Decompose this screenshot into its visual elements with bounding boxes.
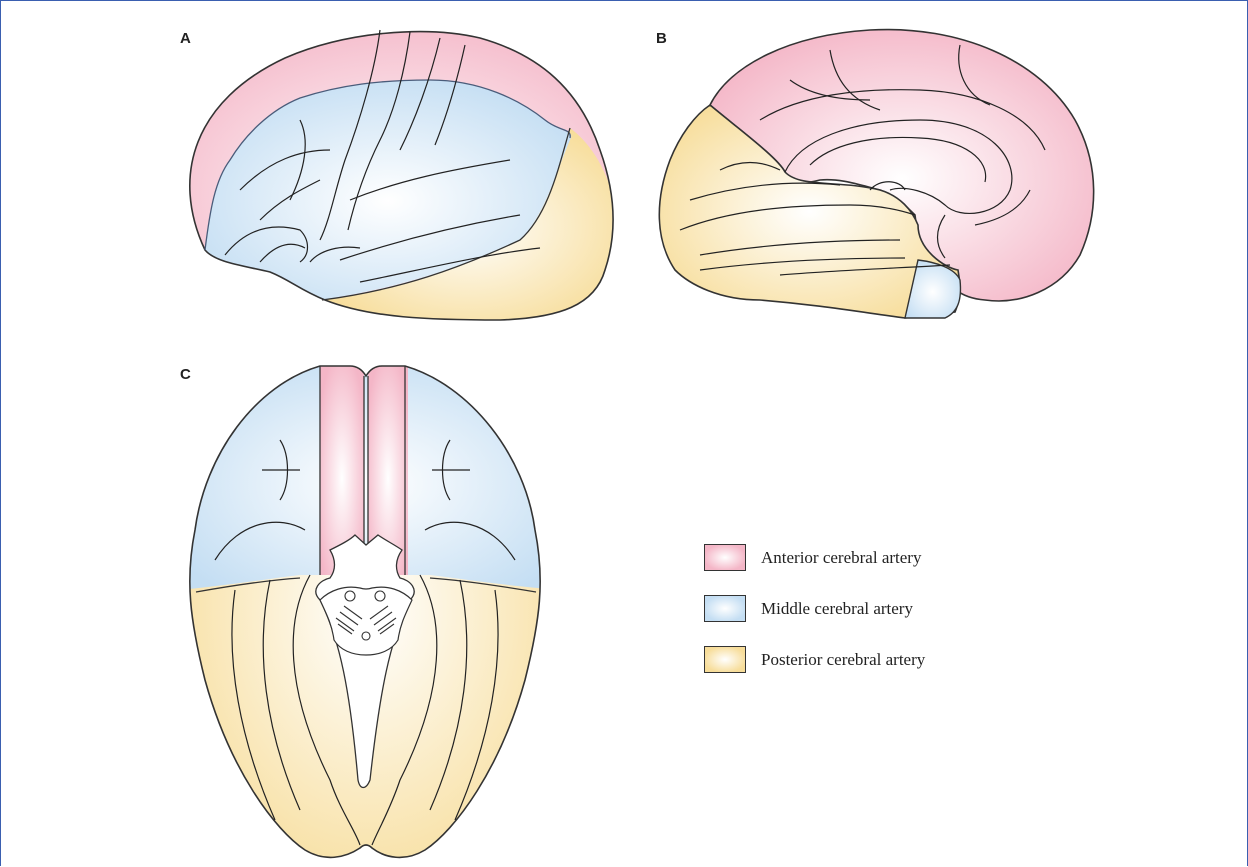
panel-label-b: B: [656, 30, 667, 47]
legend-swatch-posterior: [704, 646, 746, 673]
panel-a-lateral-view: [160, 20, 640, 340]
legend-item-posterior: Posterior cerebral artery: [704, 646, 925, 673]
legend-item-anterior: Anterior cerebral artery: [704, 544, 925, 571]
panel-b-medial-view: [659, 30, 1093, 318]
legend-label-posterior: Posterior cerebral artery: [761, 650, 925, 670]
legend-swatch-anterior: [704, 544, 746, 571]
legend-label-middle: Middle cerebral artery: [761, 599, 913, 619]
legend-item-middle: Middle cerebral artery: [704, 595, 925, 622]
legend-swatch-middle: [704, 595, 746, 622]
legend: Anterior cerebral artery Middle cerebral…: [704, 544, 925, 697]
panel-label-a: A: [180, 30, 191, 47]
panel-label-c: C: [180, 366, 191, 383]
panel-c-inferior-view: [180, 355, 560, 865]
legend-label-anterior: Anterior cerebral artery: [761, 548, 921, 568]
